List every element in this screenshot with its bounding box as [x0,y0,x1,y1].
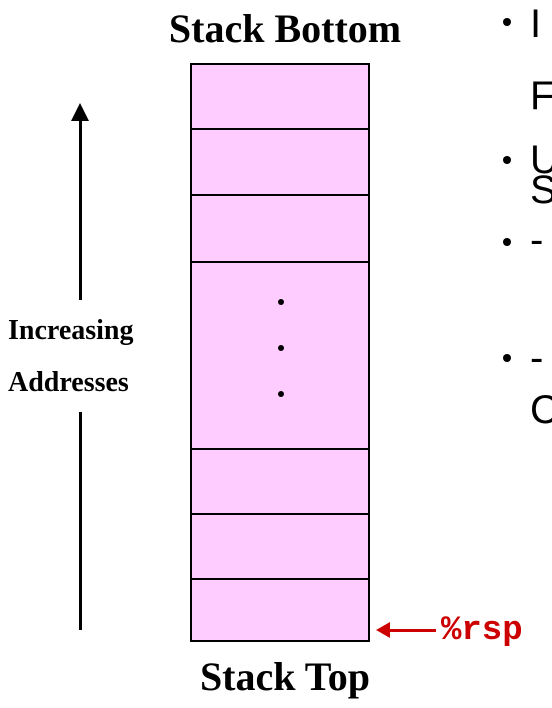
stack-divider [192,513,368,515]
bullet [503,354,511,362]
bullet [503,18,511,26]
stack-diagram [190,63,370,642]
stack-divider [192,128,368,130]
bullet [503,156,511,164]
increasing-label: Increasing [8,315,134,346]
ellipsis-dot [278,391,284,397]
clipped-text: U [530,138,552,182]
addresses-label: Addresses [8,367,129,398]
ellipsis-dot [278,345,284,351]
up-arrow-head [71,103,89,121]
clipped-text: S [530,168,552,212]
clipped-text: C [530,388,552,432]
stack-top-title: Stack Top [199,654,371,699]
rsp-label: %rsp [441,612,523,650]
clipped-text: F [530,74,552,118]
clipped-text: - [530,218,544,262]
up-arrow-shaft-lower [79,412,82,630]
stack-divider [192,261,368,263]
ellipsis-dot [278,299,284,305]
stack-divider [192,578,368,580]
stack-divider [192,194,368,196]
bullet [503,238,511,246]
up-arrow-shaft-upper [79,118,82,300]
clipped-text: I [530,2,542,46]
clipped-text: - [530,336,544,380]
rsp-arrow-line [388,629,436,632]
rsp-arrow-head [376,622,390,638]
stack-divider [192,448,368,450]
stack-bottom-title: Stack Bottom [168,6,402,51]
